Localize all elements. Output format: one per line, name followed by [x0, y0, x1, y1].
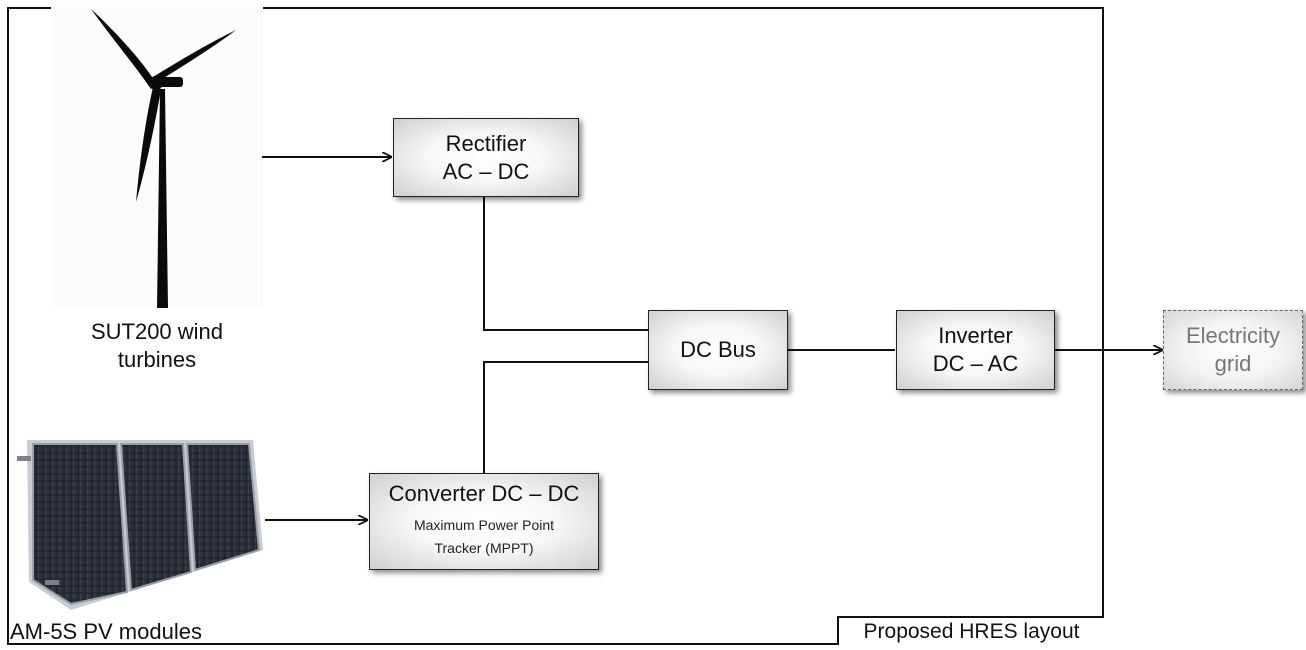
- wind-caption-line2: turbines: [117, 347, 197, 372]
- layout-label: Proposed HRES layout: [837, 616, 1104, 645]
- rectifier-to-dcbus-line: [483, 197, 648, 331]
- converter-block: Converter DC – DC Maximum Power Point Tr…: [369, 473, 599, 570]
- electricity-grid-block: Electricity grid: [1163, 310, 1303, 390]
- inverter-title: Inverter: [938, 323, 1013, 348]
- grid-title: Electricity: [1185, 323, 1281, 348]
- dc-bus-block: DC Bus: [648, 310, 788, 390]
- converter-to-dcbus-line: [483, 361, 648, 473]
- converter-sub-line1: Maximum Power Point: [413, 517, 555, 533]
- solar-panel-icon: [17, 440, 263, 610]
- dc-bus-title: DC Bus: [680, 337, 756, 362]
- wind-turbine-caption: SUT200 wind turbines: [51, 318, 263, 374]
- converter-sub-line2: Tracker (MPPT): [434, 540, 534, 556]
- rectifier-subtitle: AC – DC: [442, 158, 530, 184]
- hres-layout-frame: [7, 7, 1104, 645]
- converter-title: Converter DC – DC: [388, 481, 580, 506]
- wind-caption-line1: SUT200 wind: [90, 319, 224, 344]
- inverter-block: Inverter DC – AC: [896, 310, 1055, 390]
- wind-turbine-icon: [51, 7, 263, 308]
- inverter-subtitle: DC – AC: [932, 351, 1019, 376]
- pv-modules-caption: AM-5S PV modules: [10, 619, 202, 644]
- rectifier-title: Rectifier: [445, 130, 527, 156]
- rectifier-block: Rectifier AC – DC: [393, 118, 579, 197]
- grid-subtitle: grid: [1214, 351, 1252, 376]
